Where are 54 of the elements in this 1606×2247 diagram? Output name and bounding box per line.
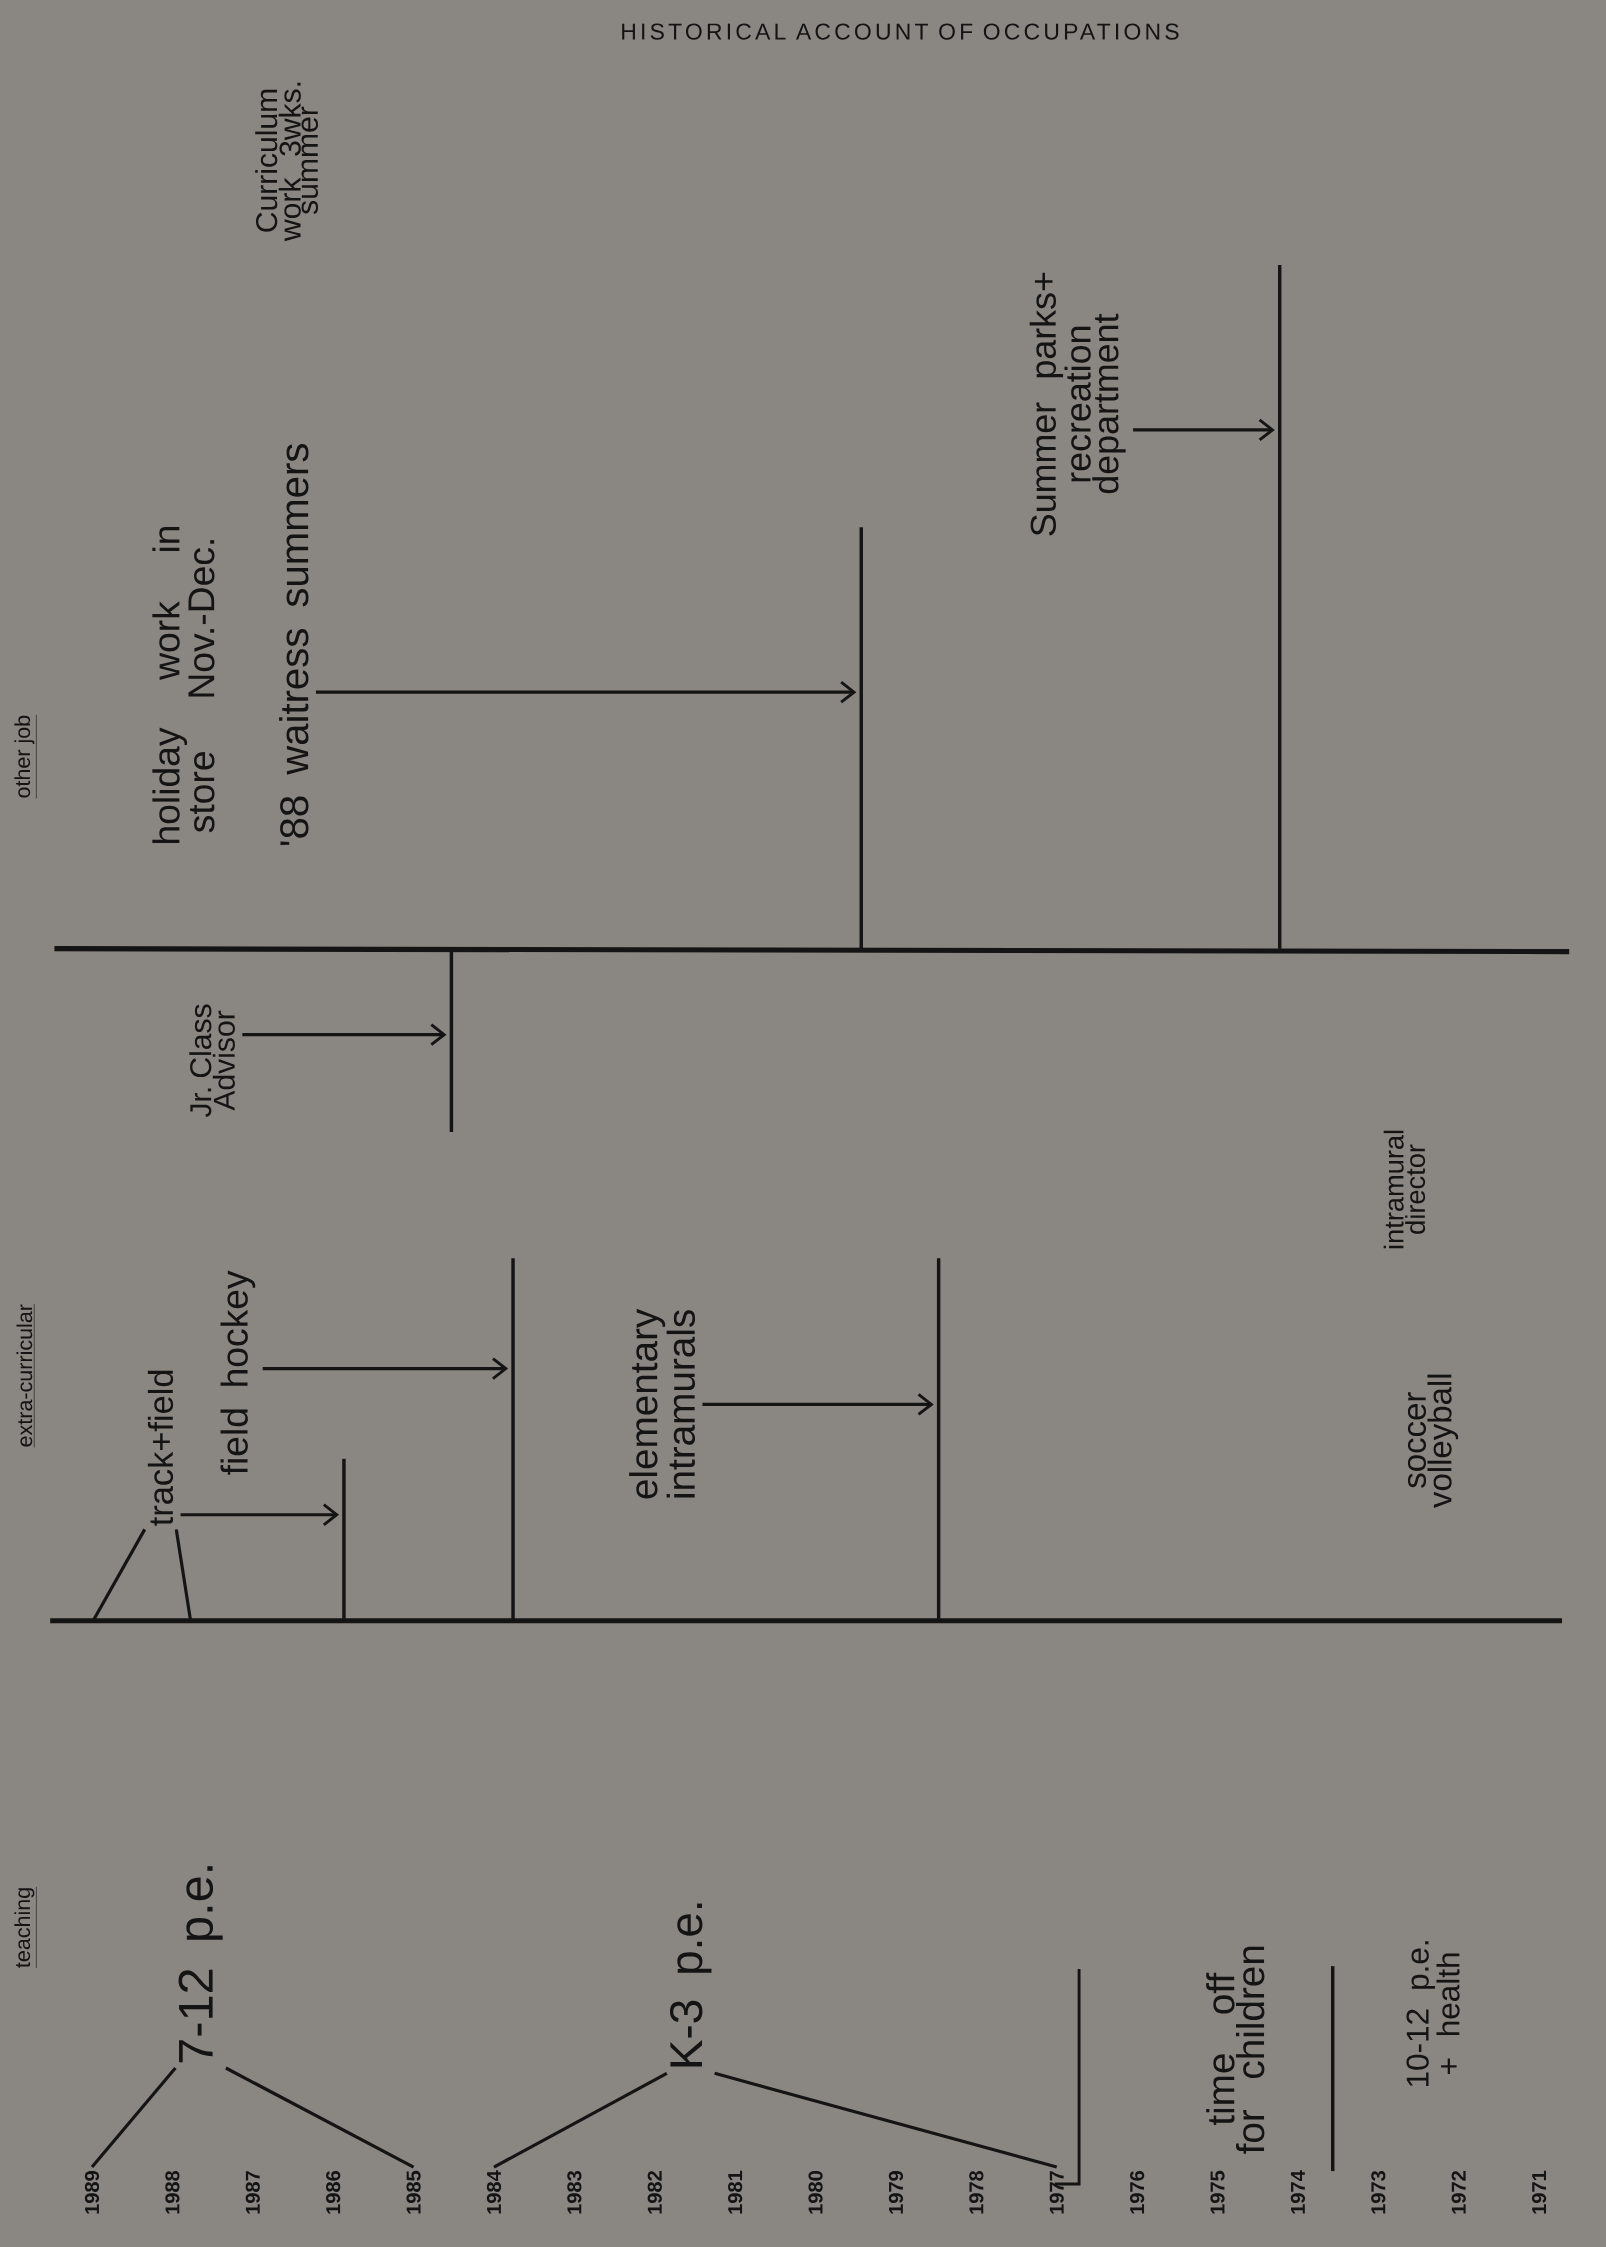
handwritten-note: Summer parks+ recreation department [1029,272,1126,536]
year-label: 1971 [1531,2170,1546,2214]
timeline-bar [511,1258,515,1621]
timeline-bar [1277,265,1282,949]
bracket-line [224,2066,415,2169]
title: HISTORICAL ACCOUNT OF OCCUPATIONS [621,23,1179,40]
column-heading: teaching [14,1886,37,1969]
year-label: 1972 [1451,2171,1466,2214]
handwritten-note: elementary intramurals [628,1308,695,1499]
year-label: 1975 [1210,2170,1225,2214]
column-heading: extra-curricular [16,1303,35,1448]
timeline-bar [859,527,863,949]
bracket-line [493,2071,668,2169]
year-label: 1988 [165,2170,180,2214]
year-label: 1989 [84,2171,99,2214]
arrow [262,1357,508,1380]
bracket-line [90,2067,177,2169]
year-label: 1985 [406,2170,421,2214]
year-label: 1981 [727,2170,743,2214]
year-label: 1980 [808,2171,823,2214]
handwritten-note: track+field [147,1370,173,1526]
handwritten-note: intramural director [1383,1130,1425,1249]
handwritten-note: holiday work in store Nov.-Dec. [152,526,215,843]
timeline-bar [936,1258,941,1621]
leader-line [174,1529,192,1622]
year-label: 1978 [969,2170,984,2214]
year-label: 1984 [486,2170,501,2214]
handwritten-note: field hockey [220,1270,256,1475]
handwritten-note: time off for children [1205,1946,1265,2154]
year-label: 1976 [1129,2171,1145,2214]
handwritten-note: soccer volleyball [1407,1374,1458,1508]
leader-line [91,1528,146,1622]
arrow [180,1503,339,1526]
handwritten-note: Curriculum work 3wks. summer [255,82,318,242]
handwritten-note: K-3 p.e. [669,1903,712,2067]
year-label: 1973 [1370,2171,1386,2214]
year-label: 1986 [325,2171,341,2214]
arrow [242,1023,447,1046]
year-label: 1983 [567,2171,582,2214]
arrow [315,681,857,704]
year-label: 1977 [1049,2171,1064,2214]
handwritten-note: '88 waitress summers [278,444,309,846]
arrow [702,1393,934,1416]
year-label: 1979 [888,2171,903,2214]
bracket-line [714,2071,1057,2169]
timeline-bar [342,1458,346,1621]
handwritten-note: 10-12 p.e. + health [1406,1941,1460,2087]
handwritten-note: Jr. Class Advisor [189,1004,235,1118]
handwritten-note: 7-12 p.e. [178,1866,223,2063]
year-label: 1987 [245,2171,260,2214]
column-heading: other job [14,714,37,799]
year-label: 1982 [647,2171,662,2214]
year-label: 1974 [1290,2170,1305,2214]
arrow [1132,418,1275,442]
